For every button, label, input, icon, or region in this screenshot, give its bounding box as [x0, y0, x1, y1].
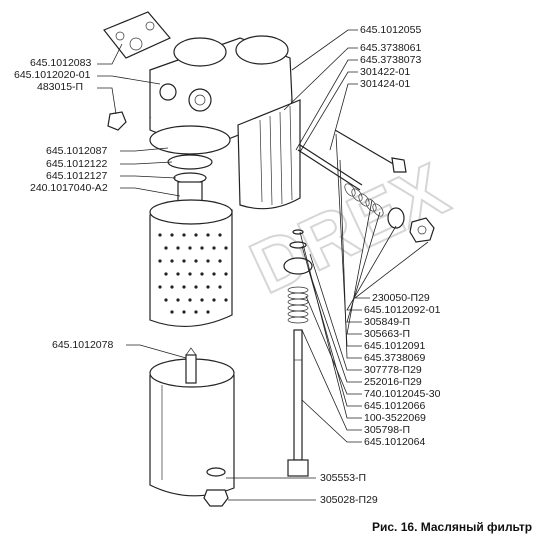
label-r15: 645.1012066	[364, 400, 425, 412]
label-r13: 252016-П29	[364, 376, 422, 388]
label-r2: 645.3738061	[360, 42, 421, 54]
label-r8: 305849-П	[364, 316, 410, 328]
label-o-ring-middle: 645.1012122	[46, 158, 107, 170]
label-r18: 645.1012064	[364, 436, 425, 448]
label-r11: 645.3738069	[364, 352, 425, 364]
label-filter-cup: 645.1012078	[52, 339, 113, 351]
label-r4: 301422-01	[360, 66, 410, 78]
label-r6: 230050-П29	[372, 292, 430, 304]
leader-lines	[97, 29, 429, 501]
valve-spring	[287, 286, 309, 324]
label-drain-plug: 305028-П29	[320, 494, 378, 506]
filter-element	[149, 181, 233, 327]
plug-nut	[409, 217, 435, 243]
label-gasket: 645.1012083	[30, 57, 91, 69]
gasket	[103, 11, 171, 59]
center-bolt	[287, 329, 309, 477]
nut-left	[107, 111, 127, 131]
label-housing: 645.1012020-01	[14, 69, 91, 81]
label-nut-left: 483015-П	[37, 81, 83, 93]
label-r16: 100-3522069	[364, 412, 426, 424]
label-o-ring-upper: 645.1012087	[46, 145, 107, 157]
drain-plug	[203, 489, 229, 507]
label-r12: 307778-П29	[364, 364, 422, 376]
diagonal-pin	[297, 144, 363, 191]
figure-caption: Рис. 16. Масляный фильтр	[372, 520, 532, 534]
label-r3: 645.3738073	[360, 54, 421, 66]
label-washer-bottom: 305553-П	[320, 472, 366, 484]
label-r1: 645.1012055	[360, 24, 421, 36]
label-r7: 645.1012092-01	[364, 304, 441, 316]
diagonal-bolt-upper	[334, 129, 407, 173]
label-r17: 305798-П	[364, 424, 410, 436]
washer-bottom	[206, 467, 226, 477]
valve-seat	[283, 257, 313, 275]
filter-housing	[149, 35, 293, 155]
label-r10: 645.1012091	[364, 340, 425, 352]
o-ring-upper	[167, 154, 213, 170]
right-canister	[237, 99, 301, 210]
label-filter-element: 240.1017040-А2	[30, 182, 108, 194]
label-o-ring-lower: 645.1012127	[46, 170, 107, 182]
label-r14: 740.1012045-30	[364, 388, 441, 400]
label-r9: 305663-П	[364, 328, 410, 340]
diagonal-spring	[344, 183, 384, 217]
valve-washer	[292, 229, 304, 235]
gasket-ring	[387, 207, 405, 229]
label-r5: 301424-01	[360, 78, 410, 90]
filter-cup	[149, 347, 235, 497]
